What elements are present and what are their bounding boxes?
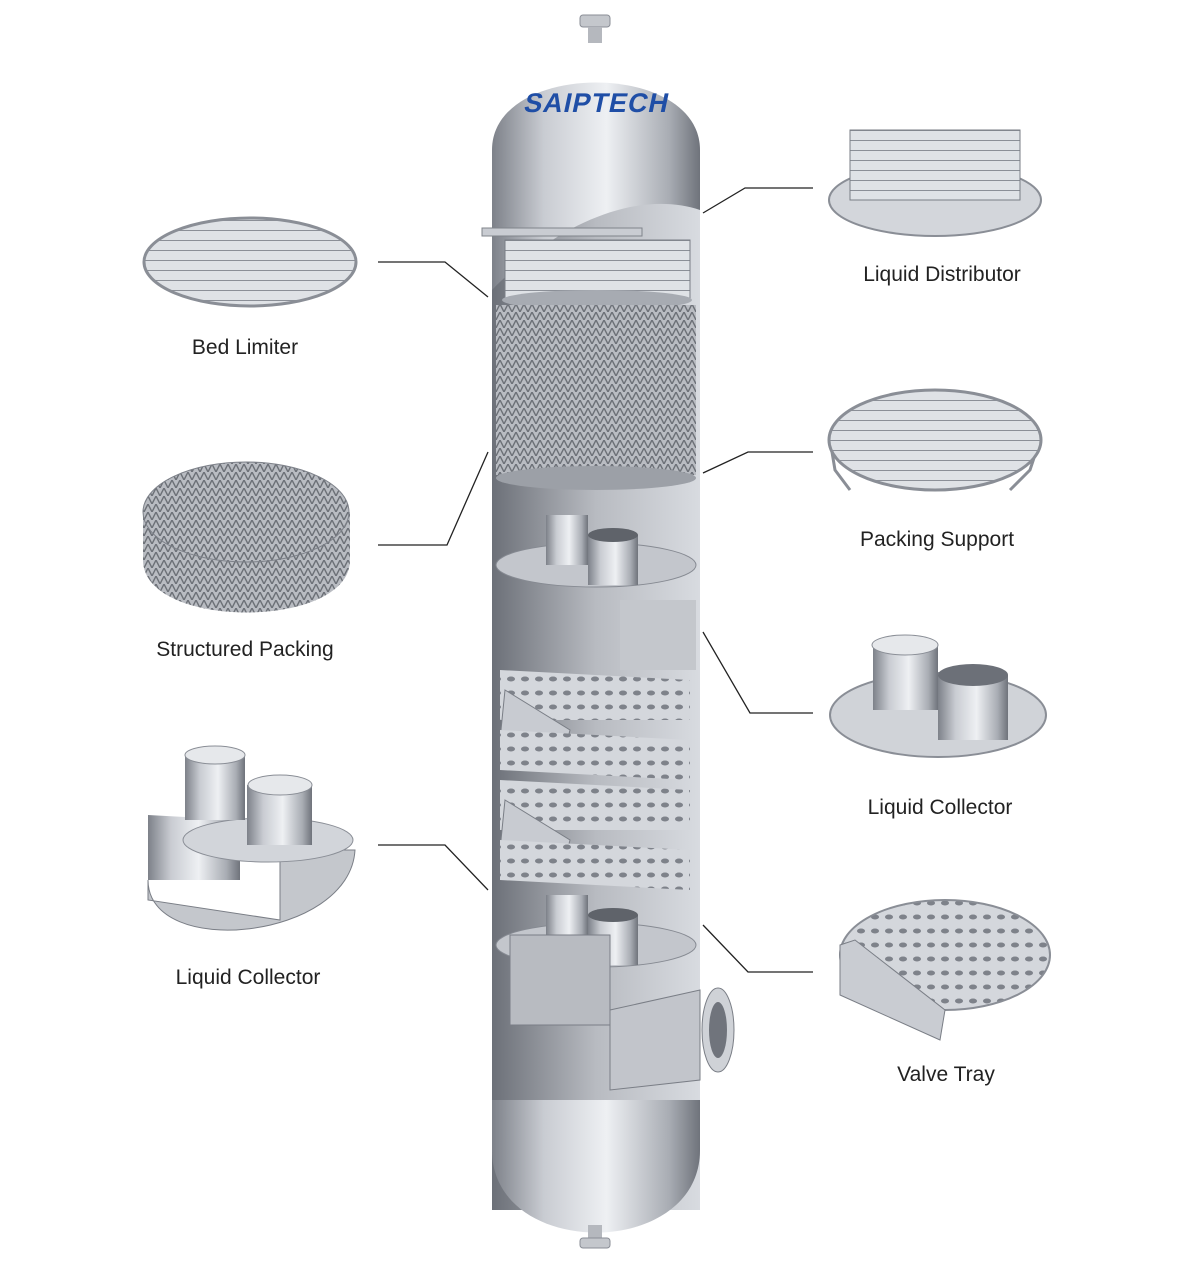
leader-lines xyxy=(378,187,813,973)
chimney xyxy=(546,515,588,565)
side-nozzle xyxy=(609,987,735,1091)
brand-logo: SAIPTECH xyxy=(521,88,673,118)
top-nozzle xyxy=(579,14,611,28)
label-liquid-collector-right: Liquid Collector xyxy=(867,796,1013,819)
leader-valve-tray xyxy=(702,924,813,973)
bottom-nozzle xyxy=(579,1237,611,1249)
bottom-head xyxy=(492,1100,700,1233)
liquid-distributor-illustration xyxy=(828,129,1042,237)
leader-liquid-distributor xyxy=(702,187,813,214)
leader-liquid-collector-left xyxy=(378,844,489,891)
column-vessel xyxy=(481,14,735,1249)
chimney xyxy=(588,535,638,585)
liquid-collector-left-illustration xyxy=(147,745,356,931)
valve-tray-upper xyxy=(500,670,690,720)
label-valve-tray: Valve Tray xyxy=(897,1063,995,1086)
label-liquid-collector-left: Liquid Collector xyxy=(175,966,321,989)
label-structured-packing: Structured Packing xyxy=(156,638,334,661)
valve-tray-illustration xyxy=(839,899,1051,1041)
top-head xyxy=(492,82,700,150)
top-nozzle-neck xyxy=(588,27,602,43)
feed-pipe xyxy=(481,227,643,237)
label-liquid-distributor: Liquid Distributor xyxy=(863,263,1021,286)
structured-packing-bed xyxy=(496,305,696,475)
leader-bed-limiter xyxy=(378,261,489,298)
downcomer xyxy=(620,600,696,670)
bed-limiter-illustration xyxy=(142,216,358,308)
leader-liquid-collector-right xyxy=(702,631,813,714)
label-bed-limiter: Bed Limiter xyxy=(191,336,299,359)
valve-tray-lower xyxy=(500,780,690,830)
structured-packing-illustration xyxy=(142,461,350,613)
packing-support-ring xyxy=(496,466,696,490)
leader-packing-support xyxy=(702,451,813,474)
packing-support-illustration xyxy=(827,388,1043,492)
label-packing-support: Packing Support xyxy=(859,528,1015,551)
leader-structured-packing xyxy=(378,451,489,546)
shell-top-band xyxy=(492,150,700,290)
distributor-troughs xyxy=(502,239,692,310)
liquid-collector-right-illustration xyxy=(829,634,1047,758)
